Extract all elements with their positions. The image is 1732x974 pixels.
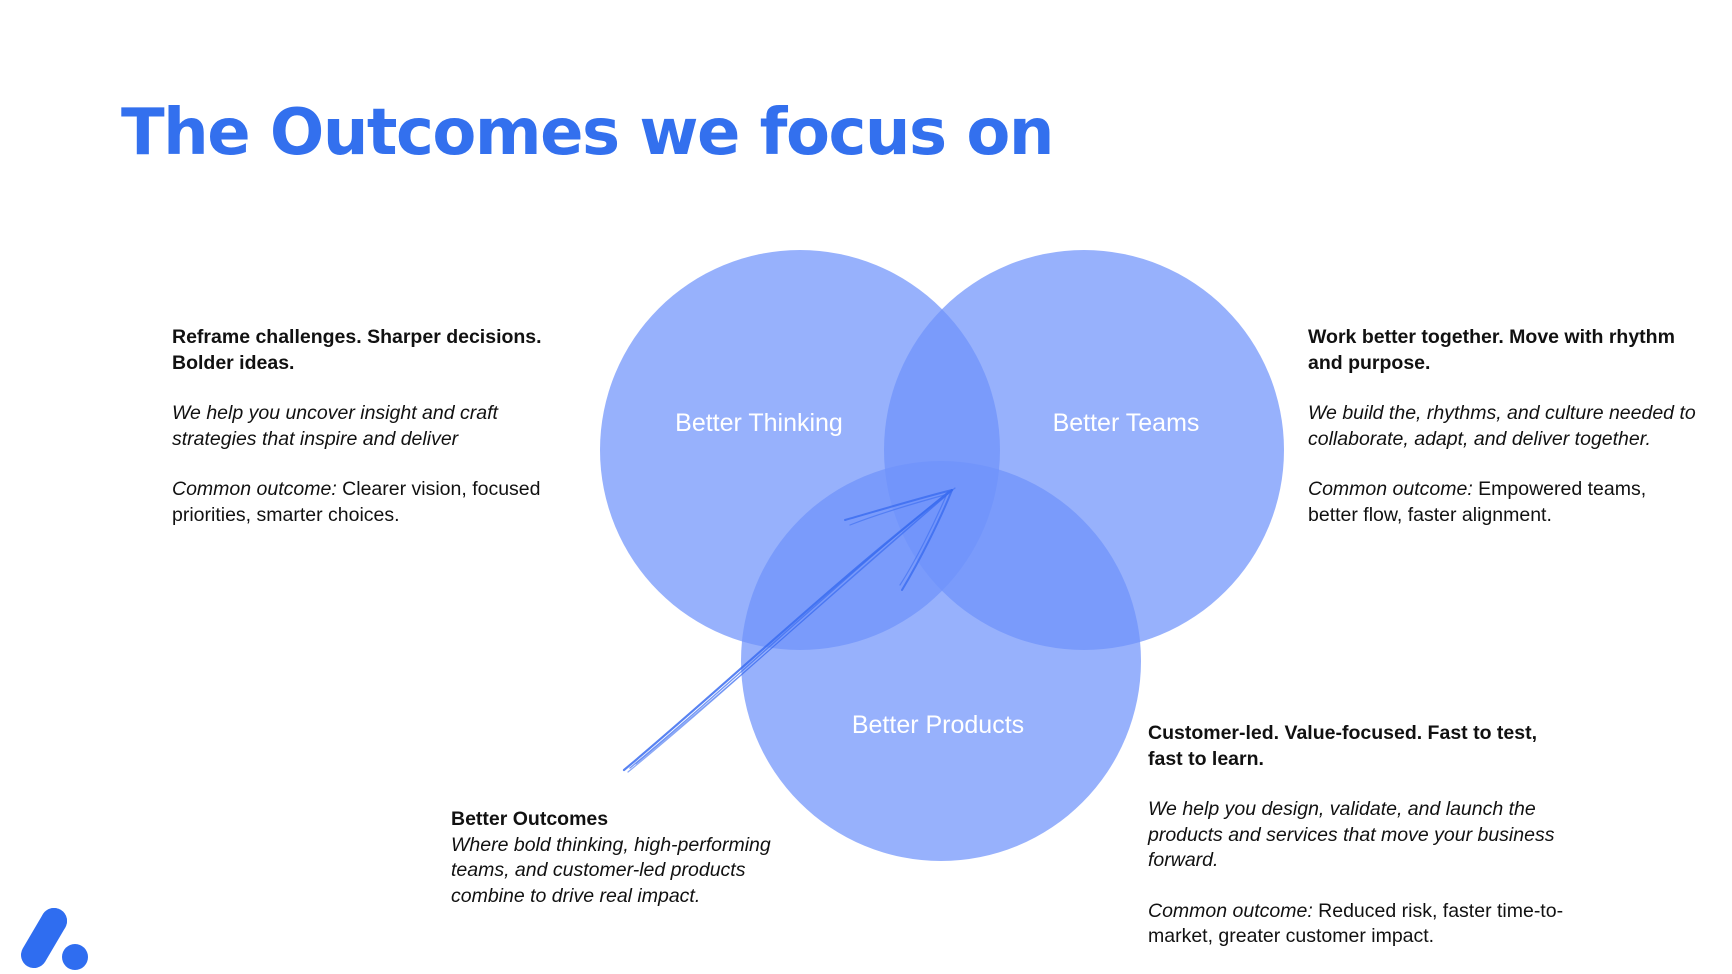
teams-outcome-label: Common outcome:	[1308, 478, 1473, 500]
products-description: We help you design, validate, and launch…	[1148, 798, 1555, 871]
teams-outcome-text: Empowered teams, better flow, faster ali…	[1308, 478, 1647, 526]
teams-heading: Work better together. Move with rhythm a…	[1308, 326, 1675, 374]
outcomes-description: Where bold thinking, high-performing tea…	[451, 833, 771, 907]
better-thinking-description: Reframe challenges. Sharper decisions. B…	[172, 325, 562, 528]
circle-better-products	[741, 461, 1141, 861]
label-better-teams: Better Teams	[1053, 409, 1200, 437]
hand-drawn-arrow-icon	[622, 487, 956, 773]
thinking-outcome-text: Clearer vision, focused priorities, smar…	[172, 478, 541, 526]
products-outcome-text: Reduced risk, faster time-to-market, gre…	[1148, 899, 1564, 948]
thinking-heading: Reframe challenges. Sharper decisions. B…	[172, 326, 542, 374]
better-teams-description: Work better together. Move with rhythm a…	[1308, 325, 1700, 528]
label-better-products: Better Products	[852, 711, 1024, 739]
outcomes-heading: Better Outcomes	[451, 808, 609, 830]
better-outcomes-description: Better Outcomes Where bold thinking, hig…	[451, 807, 811, 909]
thinking-outcome-label: Common outcome:	[172, 478, 337, 500]
products-heading: Customer-led. Value-focused. Fast to tes…	[1148, 722, 1537, 770]
products-outcome-label: Common outcome:	[1148, 899, 1313, 922]
thinking-description: We help you uncover insight and craft st…	[172, 402, 498, 450]
brand-logo-icon	[21, 908, 88, 970]
page-title: The Outcomes we focus on	[121, 96, 1054, 170]
label-better-thinking: Better Thinking	[675, 409, 843, 437]
teams-description: We build the, rhythms, and culture neede…	[1308, 402, 1696, 450]
better-products-description: Customer-led. Value-focused. Fast to tes…	[1148, 721, 1568, 950]
